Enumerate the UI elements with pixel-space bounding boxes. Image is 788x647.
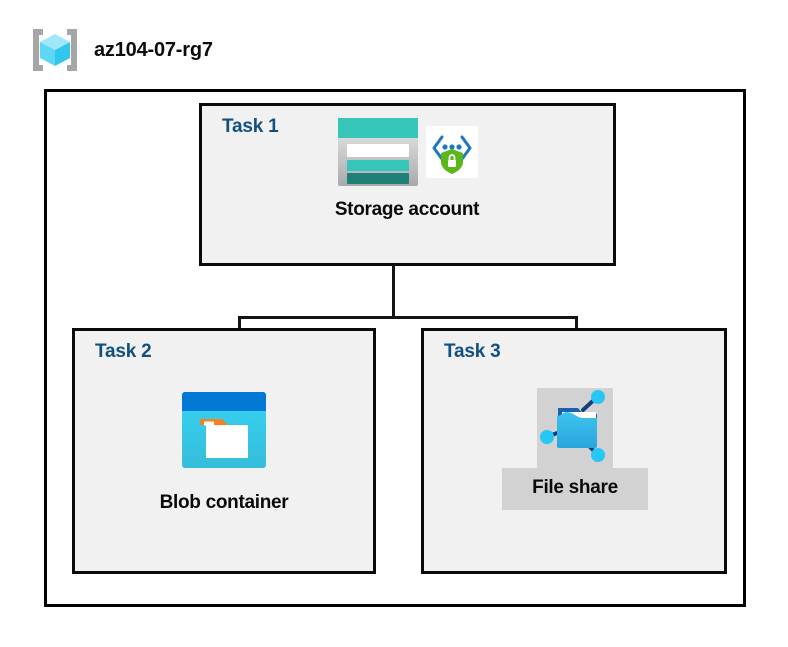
task-1-label: Task 1 (222, 116, 279, 137)
file-share-caption: File share (502, 468, 648, 510)
connector-storage-trunk (392, 266, 395, 318)
resource-group-header: az104-07-rg7 (30, 26, 213, 74)
task-2-label: Task 2 (95, 341, 152, 362)
node-file-share[interactable]: File share (470, 388, 680, 510)
resource-group-icon (30, 27, 80, 73)
blob-container-icon (180, 390, 268, 475)
secure-access-shield-icon (426, 125, 478, 183)
connector-crossbar (238, 316, 578, 319)
storage-account-caption: Storage account (334, 199, 480, 220)
blob-container-caption: Blob container (159, 492, 289, 513)
file-share-icon (538, 388, 612, 469)
file-share-icon-highlight (537, 388, 613, 468)
node-storage-account[interactable]: Storage account (277, 116, 537, 221)
task-3-label: Task 3 (444, 341, 501, 362)
node-blob-container[interactable]: Blob container (104, 390, 344, 514)
storage-account-icon (336, 116, 420, 193)
storage-account-icon-row (336, 116, 478, 193)
resource-group-name: az104-07-rg7 (94, 38, 213, 61)
